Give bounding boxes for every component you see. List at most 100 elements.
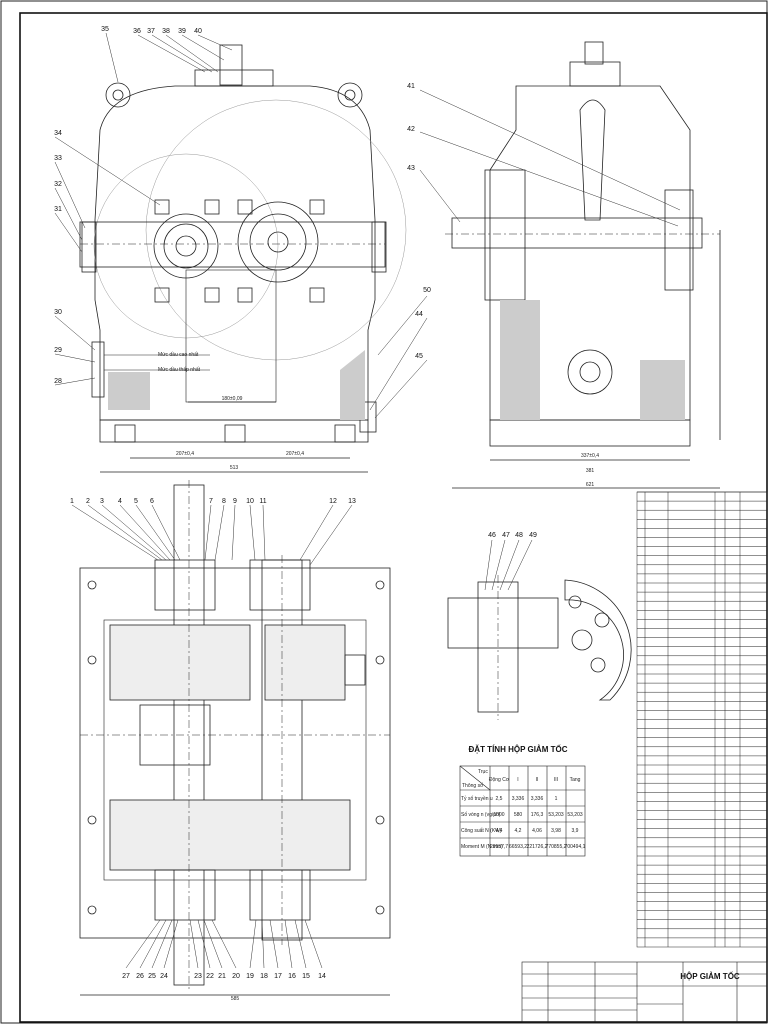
spec-cell: 4,4 [496, 828, 503, 834]
spec-cell: 3,336 [512, 796, 525, 802]
balloon-2: 2 [86, 498, 90, 505]
spec-cell: 4,2 [515, 828, 522, 834]
spec-table-title: ĐẶT TÍNH HỘP GIẢM TỐC [469, 744, 568, 754]
balloon-32: 32 [54, 181, 62, 188]
spec-table [459, 765, 586, 857]
spec-col-4: Tang [570, 777, 581, 783]
balloon-25: 25 [148, 973, 156, 980]
balloon-44: 44 [415, 311, 423, 318]
balloon-12: 12 [329, 498, 337, 505]
plan-view [79, 480, 391, 996]
side-view [445, 41, 721, 489]
dim-side-2: 381 [586, 468, 595, 474]
spec-cell: 1000 [493, 812, 504, 818]
plan-balloon-leaders [71, 504, 353, 969]
oil-level-low: Mức dầu thấp nhất [158, 367, 201, 373]
spec-cell: 53,203 [567, 812, 583, 818]
spec-col-1: I [517, 777, 518, 783]
spec-cell: 66593,2 [509, 844, 527, 850]
balloon-7: 7 [209, 498, 213, 505]
balloon-29: 29 [54, 347, 62, 354]
spec-cell: 3,9 [572, 828, 579, 834]
spec-cell: 1 [555, 796, 558, 802]
spec-cell: 221726,2 [527, 844, 548, 850]
dim-front-left: 207±0,4 [176, 451, 194, 457]
balloon-19: 19 [246, 973, 254, 980]
balloon-21: 21 [218, 973, 226, 980]
balloon-31: 31 [54, 206, 62, 213]
plan-top-balloons: 1 2 3 4 5 6 7 8 9 10 11 12 13 [70, 498, 356, 505]
balloon-47: 47 [502, 532, 510, 539]
parts-list [636, 491, 768, 948]
balloon-23: 23 [194, 973, 202, 980]
balloon-33: 33 [54, 155, 62, 162]
plan-bottom-balloons: 27 26 25 24 23 22 21 20 19 18 17 16 15 1… [122, 973, 326, 980]
balloon-22: 22 [206, 973, 214, 980]
balloon-13: 13 [348, 498, 356, 505]
balloon-45: 45 [415, 353, 423, 360]
dim-front-total: 513 [230, 465, 239, 471]
spec-cell: 580 [514, 812, 523, 818]
spec-col-0: Động Cơ [489, 777, 510, 783]
dim-side-1: 337±0,4 [581, 453, 599, 459]
spec-cell: 4,06 [532, 828, 542, 834]
balloon-5: 5 [134, 498, 138, 505]
balloon-50: 50 [423, 287, 431, 294]
title-block [521, 961, 768, 1023]
front-view [79, 44, 407, 473]
dim-side-3: 621 [586, 482, 595, 488]
spec-corner-top: Trục [478, 769, 488, 775]
spec-cell: 3,98 [551, 828, 561, 834]
balloon-37: 37 [147, 28, 155, 35]
coupling-balloon-leaders [484, 539, 533, 591]
spec-cell: 700494,1 [565, 844, 586, 850]
spec-cell: 29537,7 [490, 844, 508, 850]
balloon-26: 26 [136, 973, 144, 980]
balloon-3: 3 [100, 498, 104, 505]
balloon-14: 14 [318, 973, 326, 980]
balloon-36: 36 [133, 28, 141, 35]
balloon-41: 41 [407, 83, 415, 90]
balloon-30: 30 [54, 309, 62, 316]
balloon-27: 27 [122, 973, 130, 980]
balloon-48: 48 [515, 532, 523, 539]
balloon-15: 15 [302, 973, 310, 980]
balloon-35: 35 [101, 26, 109, 33]
spec-row-label: Tỷ số truyền u [461, 795, 493, 802]
balloon-39: 39 [178, 28, 186, 35]
spec-row-label: Số vòng n (vg/ph) [461, 812, 501, 818]
balloon-46: 46 [488, 532, 496, 539]
balloon-6: 6 [150, 498, 154, 505]
dim-center-distance: 180±0,09 [222, 396, 243, 402]
spec-col-2: II [536, 777, 539, 783]
balloon-20: 20 [232, 973, 240, 980]
inner-border [19, 12, 768, 1023]
balloon-1: 1 [70, 498, 74, 505]
oil-level-high: Mức dầu cao nhất [158, 352, 199, 358]
spec-col-3: III [554, 777, 558, 783]
balloon-9: 9 [233, 498, 237, 505]
balloon-40: 40 [194, 28, 202, 35]
balloon-49: 49 [529, 532, 537, 539]
spec-corner-bottom: Thông số [462, 783, 483, 789]
side-balloon-leaders [419, 89, 681, 227]
spec-row-label: Công suất N (KW) [461, 828, 502, 834]
balloon-38: 38 [162, 28, 170, 35]
balloon-42: 42 [407, 126, 415, 133]
spec-cell: 53,203 [548, 812, 564, 818]
spec-row-label: Moment M (N.mm) [461, 844, 503, 850]
spec-cell: 2,5 [496, 796, 503, 802]
balloon-28: 28 [54, 378, 62, 385]
title-block-title: HỘP GIẢM TỐC [680, 971, 740, 981]
dim-front-right: 207±0,4 [286, 451, 304, 457]
balloon-34: 34 [54, 130, 62, 137]
balloon-18: 18 [260, 973, 268, 980]
balloon-16: 16 [288, 973, 296, 980]
balloon-24: 24 [160, 973, 168, 980]
spec-cell: 3,336 [531, 796, 544, 802]
balloon-8: 8 [222, 498, 226, 505]
balloon-10: 10 [246, 498, 254, 505]
